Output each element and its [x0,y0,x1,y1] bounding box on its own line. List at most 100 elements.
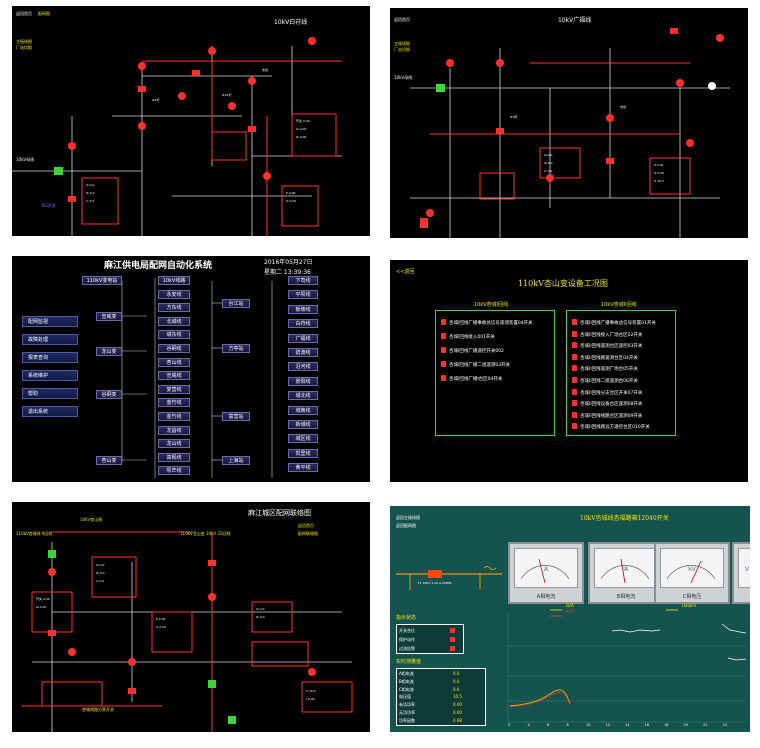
feeder-node[interactable]: 永安线 [158,289,190,299]
feeder-node[interactable]: 龙昌线 [158,425,190,435]
device-row[interactable]: 杏城II回线设备台区遥测08开关 [580,402,643,408]
device-row[interactable]: 杏城II回线接入广场台区02开关 [580,332,643,338]
feeder-node[interactable]: 杏山线 [158,357,190,367]
tree-node[interactable]: 上海站 [222,456,250,465]
svg-text:P 0.00: P 0.00 [286,191,296,195]
meter-v: V [732,542,750,604]
left-label[interactable]: 返回主接线图 [396,515,420,520]
device-row[interactable]: 杏城I回线广播事故总信号遥测装置04开关 [449,321,533,326]
left-label[interactable]: 厂站切换 [394,47,410,52]
breaker-alarm-icon [572,400,577,407]
tree-node[interactable]: 宣威变 [96,312,122,321]
feeder-node[interactable]: 谷硐线 [158,344,190,353]
feeder-node[interactable]: 龙山线 [158,439,190,449]
feeder-node[interactable]: 金竹线 [158,412,190,421]
feeder-node[interactable]: 方东线 [158,303,190,313]
back-link[interactable]: <<返回 [396,269,415,275]
measure-name: A相电流 [399,671,414,676]
menu-exit-button[interactable]: 退出系统 [22,406,78,417]
menu-fault-button[interactable]: 故障处理 [22,334,78,345]
device-row[interactable]: 杏城I回线广播I台区04开关 [449,377,503,382]
left-label[interactable]: 返回首页 [298,523,314,528]
left-label[interactable]: 返回首页 [16,11,32,16]
menu-report-button[interactable]: 报表查询 [22,352,78,363]
feeder-node[interactable]: 金竹线 [158,398,190,408]
svg-text:Ia 0.00: Ia 0.00 [296,127,306,131]
left-label[interactable]: 主接线图 [16,39,32,44]
feeder-node[interactable]: 黄平线 [288,463,318,473]
feeder-node[interactable]: 广福线 [288,333,318,343]
feeder-node[interactable]: 坝芒线 [158,466,190,476]
device-row[interactable]: 杏城I回线广播二组遥测03开关 [449,363,511,368]
switch-diagram [396,566,747,723]
bus-label: 10kV母线 [394,75,413,80]
tree-node[interactable]: 方亭站 [222,344,250,353]
measure-name: 有功功率 [399,702,415,708]
feeder-node[interactable]: 复营线 [158,384,190,394]
menu-help-button[interactable]: 帮助 [22,388,78,399]
scada-panel-equipment-status: <<返回 110kV杏山变设备工况图 10kV杏城I回线 杏城I回线广播事故总信… [390,260,748,482]
feeder-node[interactable]: 高枧线 [158,452,190,462]
feeder-node[interactable]: 平坝线 [288,290,318,300]
device-row[interactable]: 杏城I回线广播遥控开关002 [449,349,504,354]
left-label[interactable]: 返回配网图 [396,523,416,528]
svg-text:Ib 0.0: Ib 0.0 [96,571,105,575]
left-label[interactable]: 配网图 [38,11,50,16]
svg-text:Q 0.00: Q 0.00 [156,625,166,629]
tree-node[interactable]: 台江站 [222,299,250,308]
device-row[interactable]: 杏城II回线遥测台区遥控03开关 [580,344,643,350]
device-row[interactable]: 杏城II回线分支台区开关07开关 [580,390,643,396]
device-row[interactable]: 杏城II回线广播事故总信号装置01开关 [580,321,656,326]
status-led [450,637,455,642]
menu-maintain-button[interactable]: 系统维护 [22,370,78,381]
breaker-alarm-icon [572,330,577,337]
tree-node[interactable]: 富营站 [222,412,250,421]
left-label[interactable]: 主接线图 [394,41,410,46]
feeder-node[interactable]: 新城线 [288,420,318,429]
feeder-node[interactable]: 沿河线 [288,362,318,372]
meter-kv: kV C相电压 [654,542,730,604]
feeder-node[interactable]: 10kV线路 [158,276,190,285]
x-tick-label: 8 [566,723,569,727]
bottom-label: 杏城线路分界开关 [82,707,114,712]
device-row[interactable]: 杏城II回线二组遥测台06开关 [580,379,638,384]
device-row[interactable]: 杏城II回线遥测广场台05开关 [580,367,638,373]
device-row[interactable]: 杏城II回线路远方遥控台区010开关 [580,425,650,431]
feeder-node[interactable]: 白苻线 [288,319,318,329]
menu-monitor-button[interactable]: 配网监视 [22,316,78,327]
feeder-node[interactable]: 北城线 [158,316,190,326]
left-label[interactable]: 返回首页 [394,17,410,22]
feeder-node[interactable]: 城东线 [158,330,190,340]
svg-text:#1杆: #1杆 [152,97,159,102]
feeder-node[interactable]: 城区线 [288,434,318,444]
legend-uab: Uab/kV [682,603,697,608]
left-label[interactable]: 配网联络图 [298,531,318,536]
svg-text:#12杆: #12杆 [222,92,231,97]
feeder-node[interactable]: 景阳线 [288,376,318,386]
switch-label: F1 10KV 1.2A 0.20MW [418,581,452,585]
measure-name: B相电流 [399,678,414,684]
feeder-node[interactable]: 下司线 [288,276,318,285]
feeder-node[interactable]: 凯里线 [288,448,318,458]
left-label[interactable]: 厂站切换 [16,45,32,50]
feeder-node[interactable]: 宣威线 [158,371,190,381]
feeder-node[interactable]: 碧波线 [288,348,318,357]
device-row[interactable]: 杏城II回线线路台区遥测09开关 [580,413,643,419]
tree-node[interactable]: 杏山变 [96,456,122,465]
device-row[interactable]: 杏城II回线路遥测台区04开关 [580,355,638,361]
svg-text:Ia 0.0: Ia 0.0 [96,563,105,567]
device-row[interactable]: 杏城I回线接入001开关 [449,335,495,340]
svg-text:P 0.00: P 0.00 [654,163,664,167]
feeder-node[interactable]: 城北线 [288,391,318,401]
svg-text:Ia 0.0: Ia 0.0 [544,153,553,157]
tree-node[interactable]: 谷硐变 [96,390,122,399]
feeder-node[interactable]: 城南线 [288,405,318,415]
feeder-node[interactable]: 板坡线 [288,304,318,314]
svg-text:Ic 0.0: Ic 0.0 [86,199,94,203]
tree-node[interactable]: 110kV变电站 [82,276,122,285]
tree-node[interactable]: 龙山变 [96,347,122,356]
line-label: 10kV杏山线 [80,517,103,522]
svg-text:Ib 0.00: Ib 0.00 [296,135,307,139]
